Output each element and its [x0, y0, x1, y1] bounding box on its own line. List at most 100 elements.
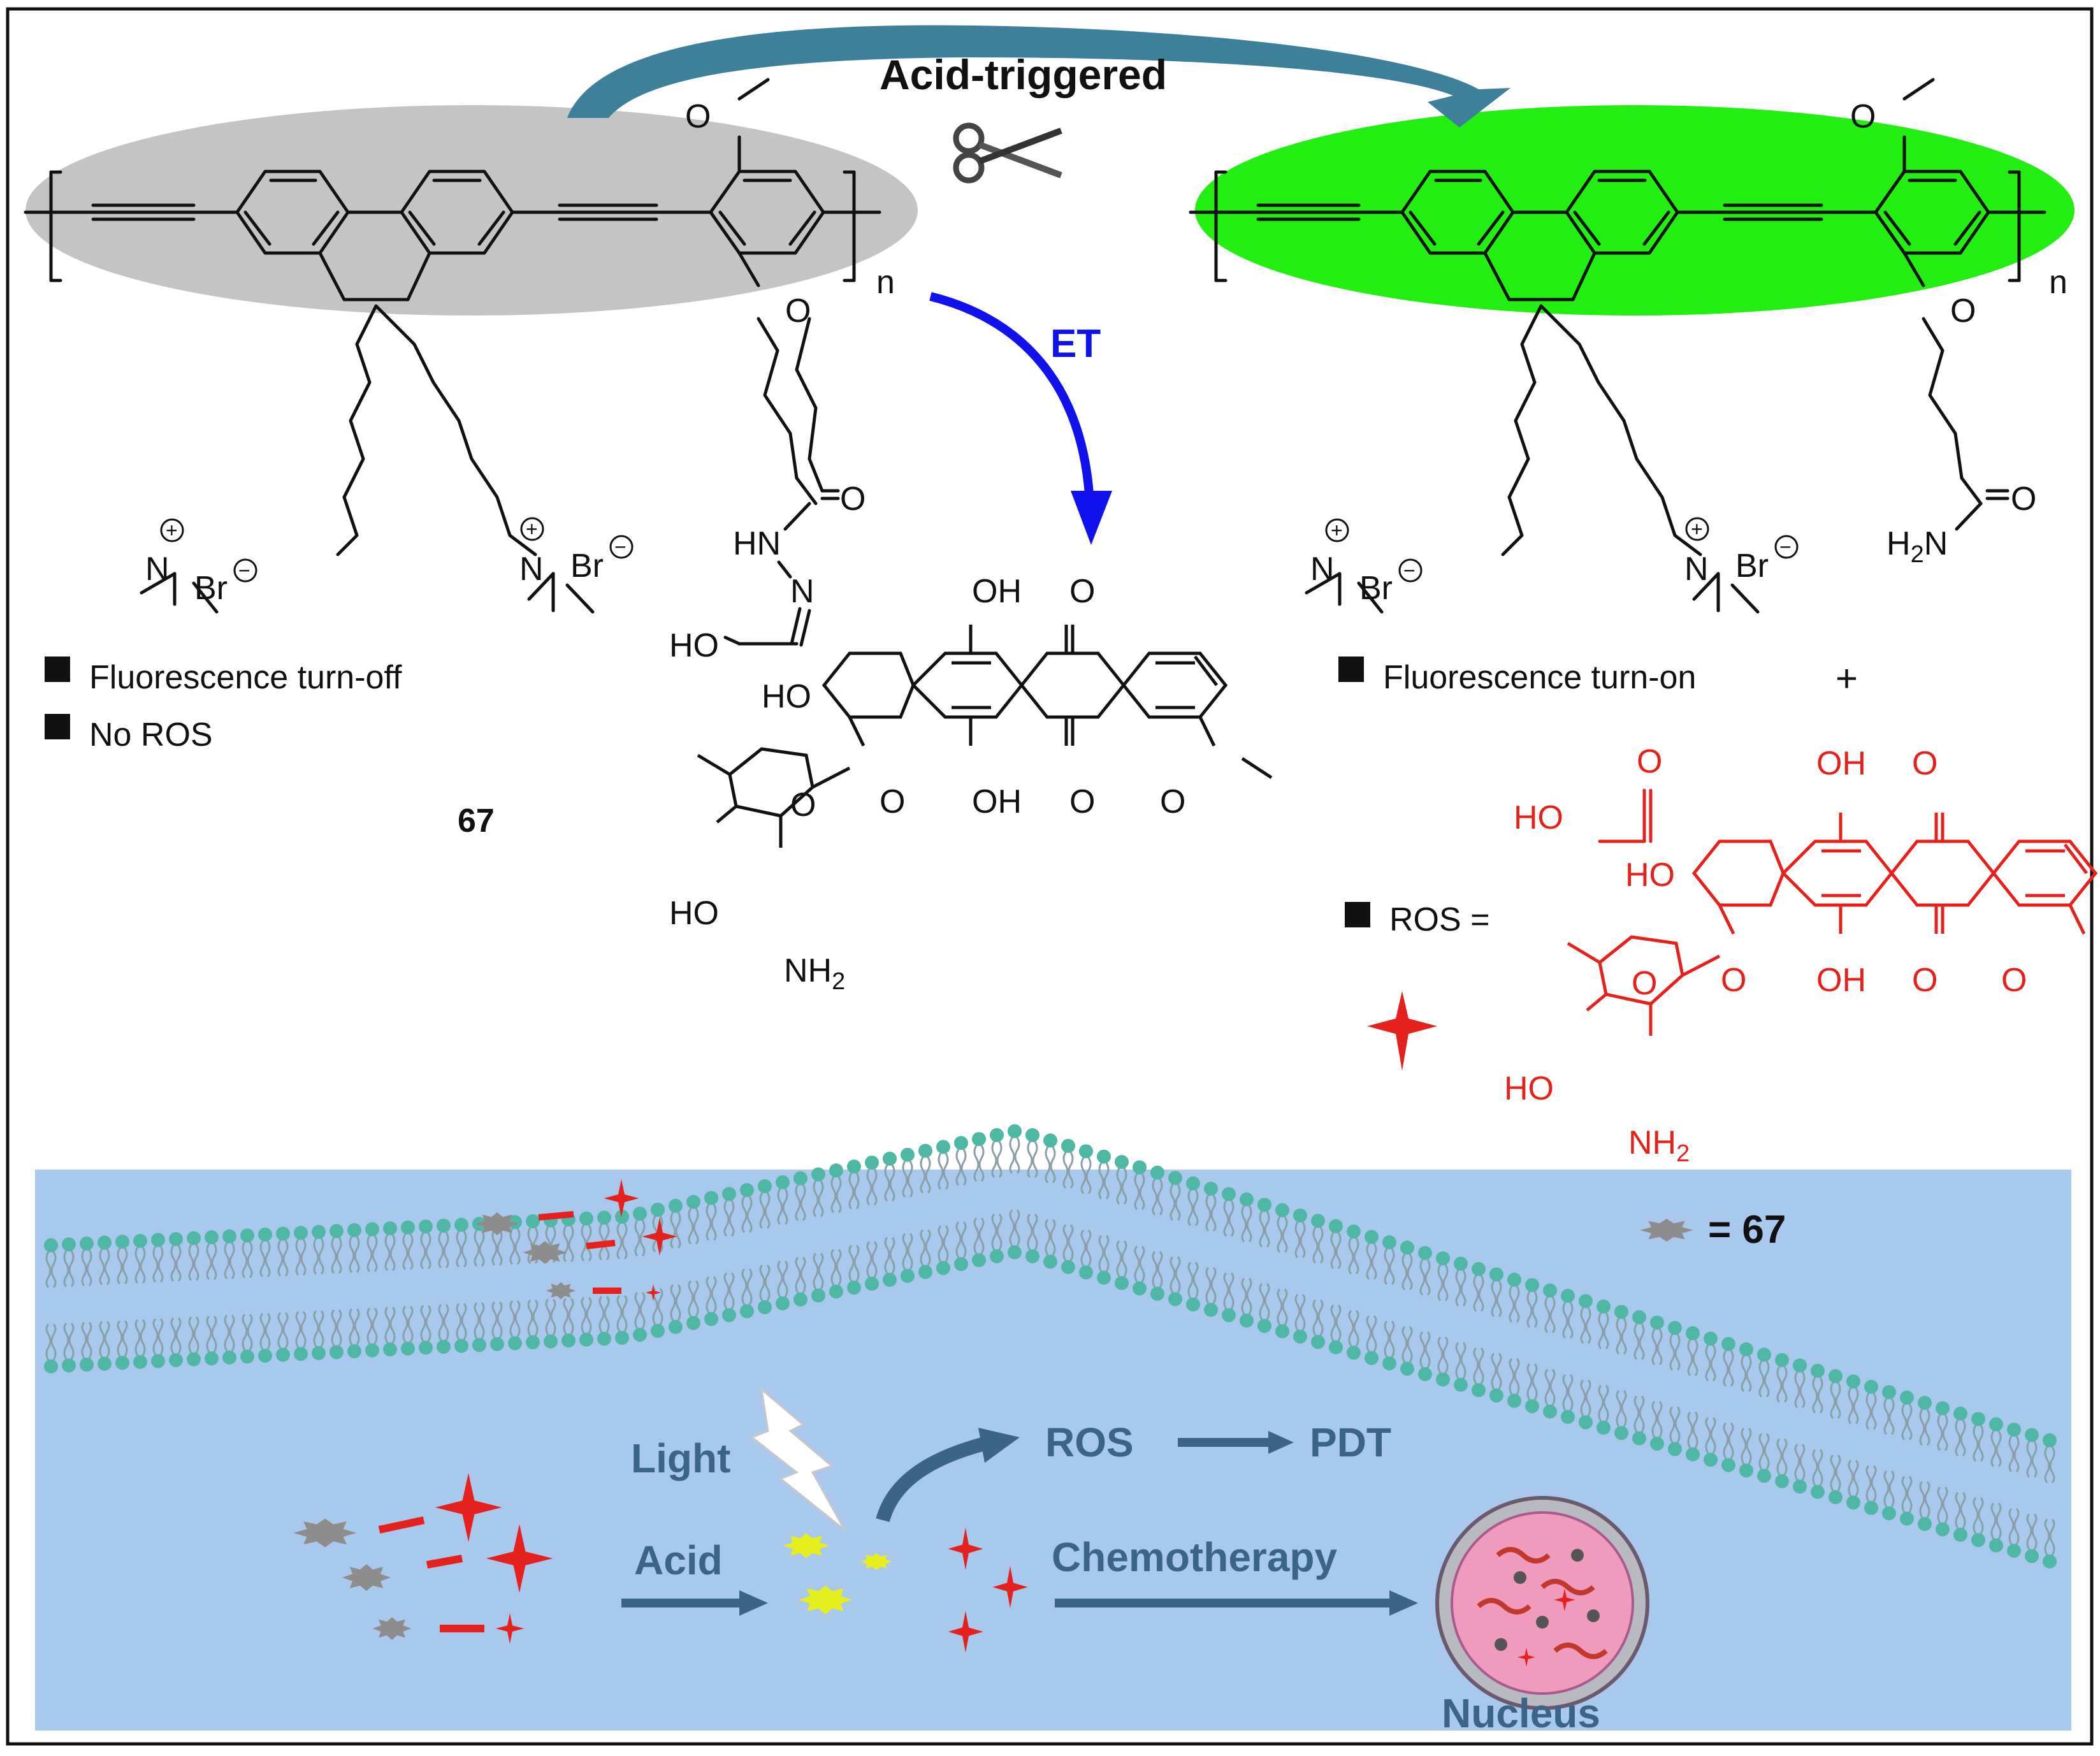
dox-sugar-ho: HO	[669, 895, 719, 932]
plus-sign: +	[1836, 657, 1858, 700]
left-note-1: Fluorescence turn-off	[89, 659, 402, 696]
plus-charge-2-sign: +	[526, 518, 538, 541]
et-label: ET	[1050, 322, 1101, 366]
left-bullet-2	[45, 714, 70, 739]
red-sugar-ho: HO	[1504, 1070, 1554, 1107]
chemo-arrowhead	[1389, 1590, 1418, 1616]
hydrazone-c-n-1	[790, 607, 802, 646]
right-note-1: Fluorescence turn-on	[1383, 659, 1696, 696]
red-ho-2: HO	[1625, 857, 1675, 894]
acid-triggered-arrow	[567, 25, 1510, 127]
red-sugar-o: O	[1632, 965, 1657, 1002]
left-ho-1: HO	[669, 627, 719, 664]
red-ho-1: HO	[1514, 799, 1563, 836]
red-oh-bottom: OH	[1816, 962, 1866, 999]
right-amide-cn	[1955, 502, 1983, 531]
dox-o-bottom: O	[1069, 783, 1095, 820]
hydrazone-n: N	[790, 573, 815, 610]
right-ether-o: O	[1950, 293, 1976, 330]
right-amide-h2n: H2N	[1886, 525, 1948, 568]
plus-charge-3	[1325, 518, 1349, 542]
plus-charge-4	[1685, 517, 1709, 541]
membrane-particles	[475, 1179, 677, 1302]
dox-sugar-o: O	[790, 787, 816, 824]
ros-pdt-arrowhead	[1268, 1431, 1294, 1454]
acid-triggered-label: Acid-triggered	[880, 51, 1167, 98]
red-o-ketone: O	[1637, 743, 1662, 780]
right-methoxy-o: O	[1850, 98, 1876, 135]
left-bullet-1	[45, 657, 70, 682]
left-backbone-ellipse	[25, 105, 918, 316]
left-methoxy-o: O	[685, 98, 711, 135]
dox-o-top: O	[1069, 573, 1095, 610]
ch2-oh	[723, 635, 741, 646]
minus-charge-2-sign: −	[614, 535, 626, 558]
et-arrow	[929, 292, 1094, 504]
right-n-plus-1: N	[1310, 551, 1335, 588]
red-ring-o: O	[1721, 962, 1746, 999]
pdt-label: PDT	[1310, 1419, 1391, 1465]
intracellular-particles	[293, 1473, 553, 1644]
scissors-icon	[953, 122, 1062, 184]
dox-ring-o: O	[880, 783, 905, 820]
light-label: Light	[631, 1435, 730, 1481]
free-doxorubicin	[1568, 813, 2100, 1036]
right-amide-o: O	[2011, 481, 2036, 518]
red-oh-top: OH	[1816, 745, 1866, 782]
ros-bullet	[1345, 902, 1370, 927]
red-o-bottom: O	[1912, 962, 1937, 999]
dox-ho: HO	[762, 678, 811, 715]
minus-charge-3	[1398, 558, 1423, 583]
hydrazone-linker	[795, 317, 824, 493]
left-repeat-n: n	[876, 264, 895, 301]
right-repeat-n: n	[2049, 264, 2067, 301]
plus-charge-2	[520, 517, 544, 541]
left-br-1: Br	[194, 570, 228, 607]
amide-c-n	[783, 502, 811, 531]
left-note-2: No ROS	[89, 716, 213, 753]
right-br-2: Br	[1735, 548, 1769, 584]
dox-oh-top: OH	[972, 573, 1022, 610]
hydrazone-c-n-2	[799, 609, 811, 647]
compound-number: 67	[458, 802, 495, 839]
left-n-plus-1: N	[145, 551, 170, 588]
ros-curved-arrow	[876, 1437, 987, 1523]
right-br-1: Br	[1359, 570, 1393, 607]
minus-charge-3-sign: −	[1403, 559, 1416, 582]
minus-charge-1-sign: −	[238, 559, 250, 582]
ros-equals: ROS =	[1389, 901, 1490, 938]
plus-charge-4-sign: +	[1691, 518, 1703, 541]
amide-o: O	[840, 481, 865, 518]
plus-charge-3-sign: +	[1331, 519, 1343, 542]
right-backbone-ellipse	[1195, 105, 2075, 316]
red-nh2: NH2	[1628, 1124, 1690, 1167]
plus-charge-1-sign: +	[166, 519, 178, 542]
ros-label: ROS	[1045, 1419, 1134, 1465]
ros-star-icon	[1367, 991, 1437, 1071]
hydrazide-hn: HN	[733, 525, 781, 562]
lightning-icon	[750, 1387, 846, 1531]
nucleus-icon	[1435, 1496, 1649, 1710]
left-n-plus-2: N	[519, 551, 544, 588]
minus-charge-4	[1774, 535, 1799, 559]
dox-nh2: NH2	[784, 952, 845, 995]
plus-charge-1	[160, 518, 184, 542]
nucleus-label: Nucleus	[1442, 1690, 1600, 1736]
minus-charge-2	[609, 535, 634, 559]
lipid-outer	[1006, 1123, 1023, 1175]
red-o-top: O	[1912, 745, 1937, 782]
chemotherapy-label: Chemotherapy	[1052, 1534, 1338, 1580]
red-methoxy-o: O	[2001, 962, 2027, 999]
legend-label: = 67	[1708, 1208, 1786, 1252]
acid-label: Acid	[634, 1537, 723, 1583]
dox-methoxy-o: O	[1160, 783, 1185, 820]
hydrazide-n-n	[777, 560, 792, 579]
acid-arrowhead	[739, 1590, 768, 1616]
ros-curved-arrowhead	[978, 1428, 1020, 1463]
left-br-2: Br	[570, 548, 604, 584]
et-arrowhead	[1071, 491, 1112, 545]
minus-charge-4-sign: −	[1779, 535, 1792, 558]
dox-oh-bottom: OH	[972, 783, 1022, 820]
